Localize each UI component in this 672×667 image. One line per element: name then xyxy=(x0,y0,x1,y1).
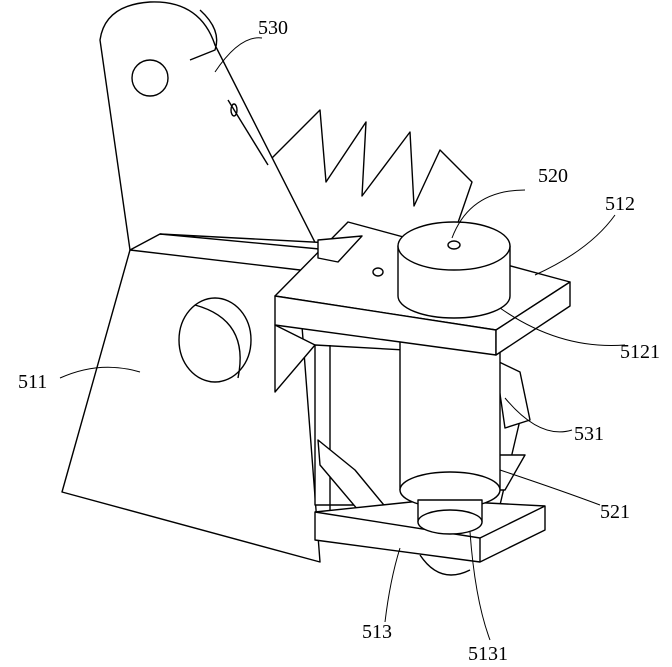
label-530: 530 xyxy=(258,18,288,38)
label-511: 511 xyxy=(18,372,47,392)
label-512: 512 xyxy=(605,194,635,214)
label-5121: 5121 xyxy=(620,342,660,362)
label-531: 531 xyxy=(574,424,604,444)
arm-hole xyxy=(132,60,168,96)
label-520: 520 xyxy=(538,166,568,186)
side-plate-hole xyxy=(179,298,251,382)
label-5131: 5131 xyxy=(468,644,508,664)
label-521: 521 xyxy=(600,502,630,522)
label-513: 513 xyxy=(362,622,392,642)
